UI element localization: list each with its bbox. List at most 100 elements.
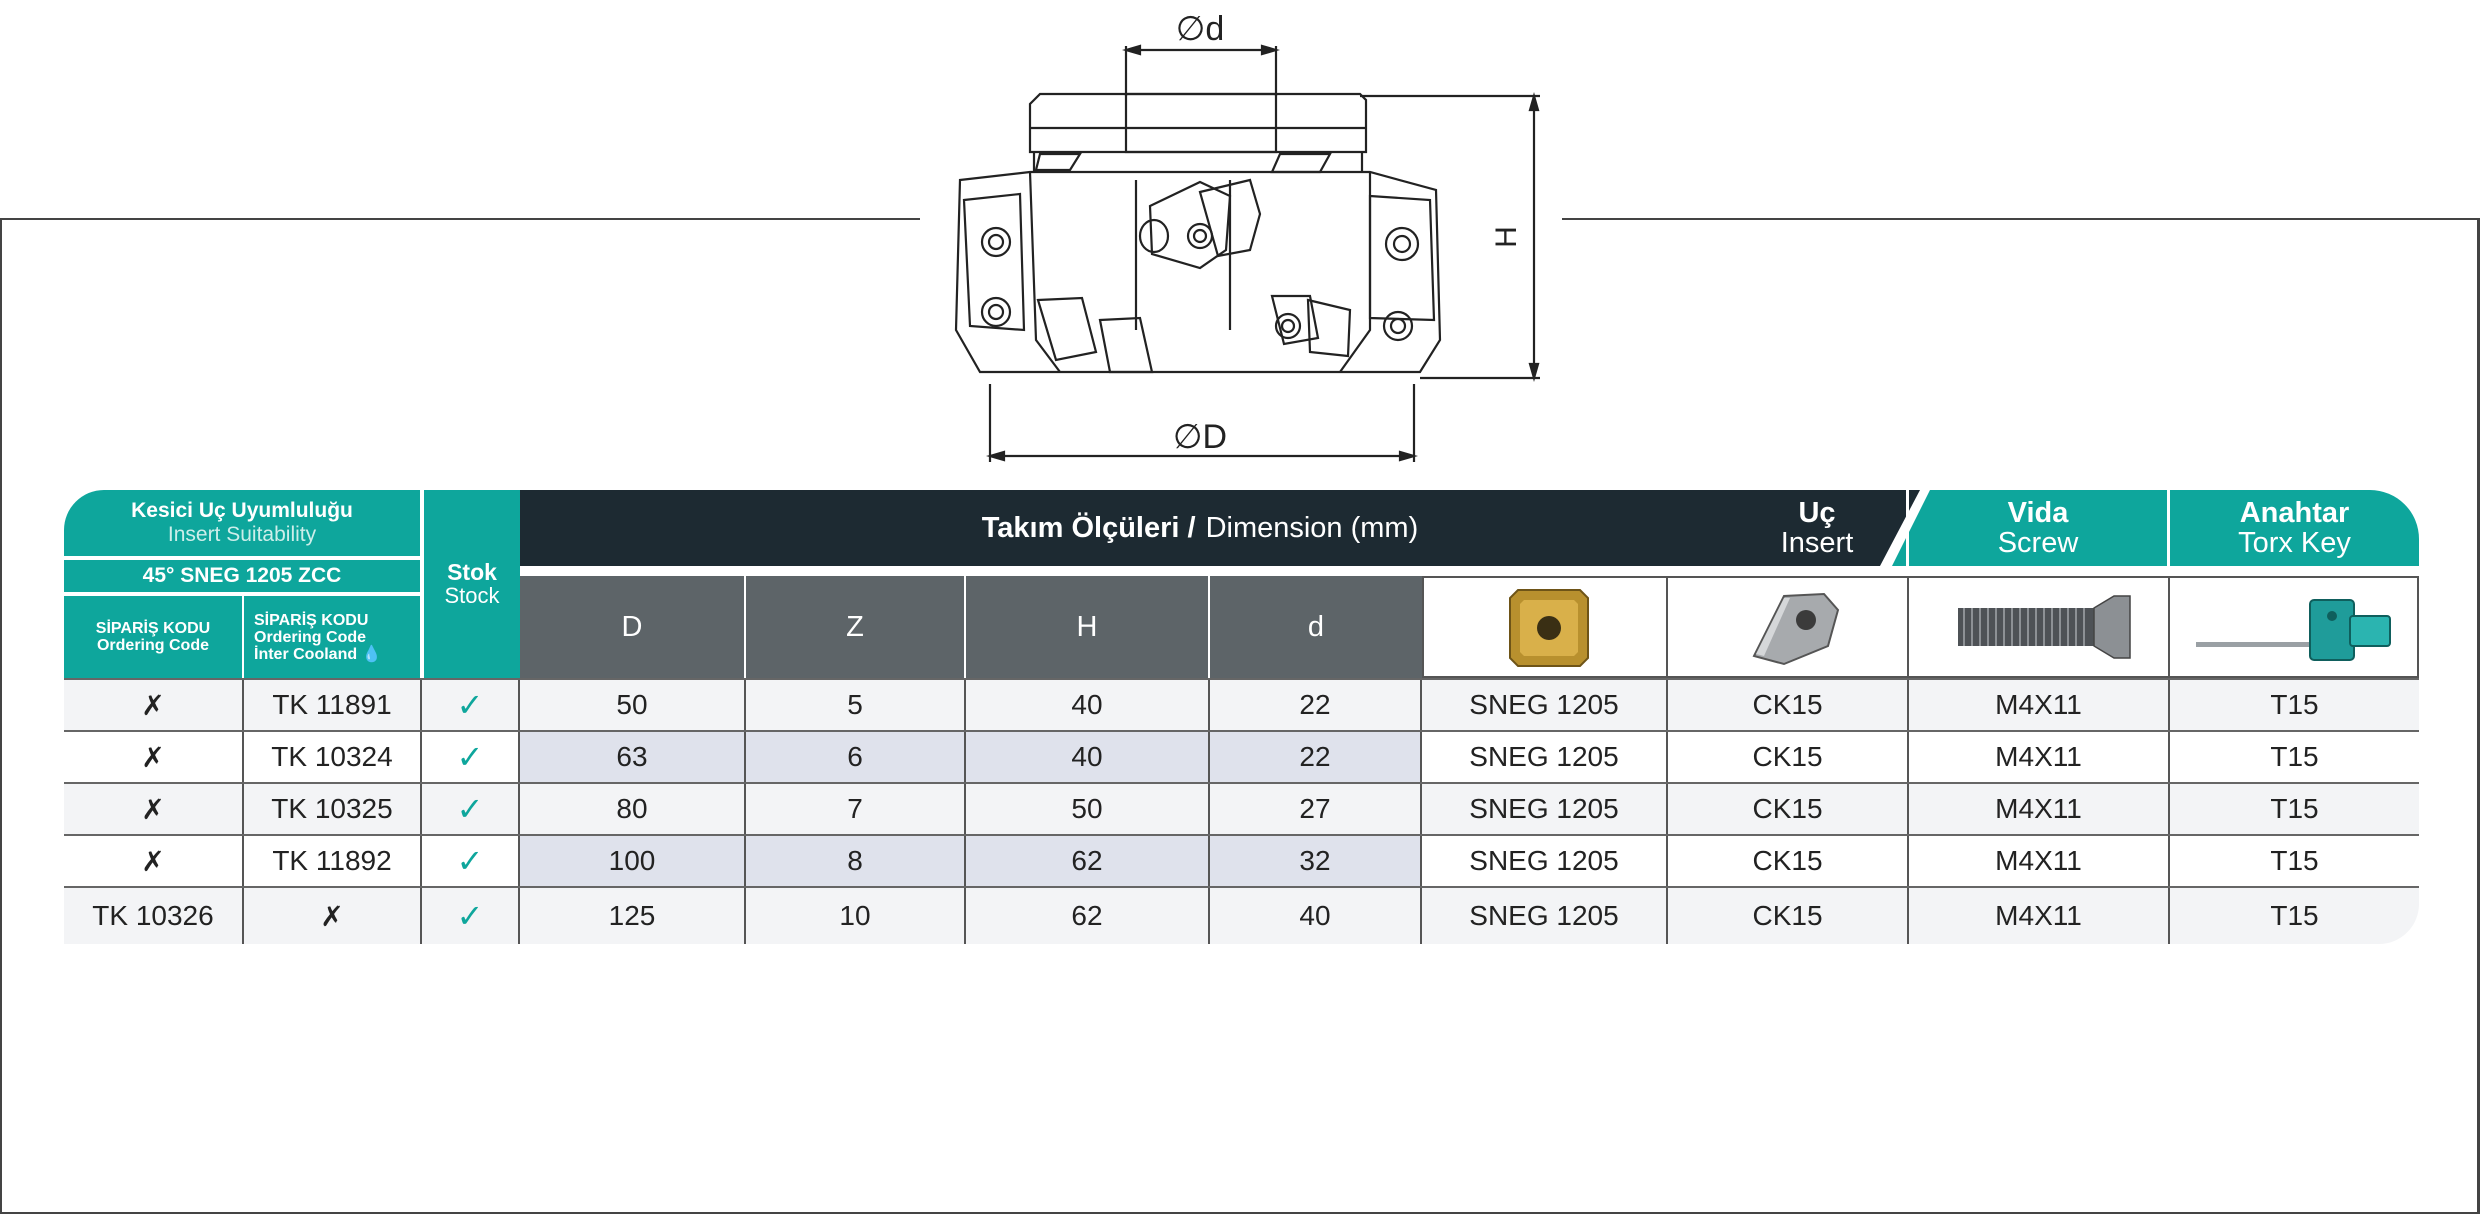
cell-D: 125 (520, 888, 746, 944)
key-header: Anahtar Torx Key (2170, 490, 2419, 566)
cell-H: 40 (966, 680, 1210, 730)
cell-insert: SNEG 1205 (1422, 680, 1668, 730)
stock-check-icon: ✓ (422, 680, 520, 730)
cell-screw: M4X11 (1909, 888, 2170, 944)
cell-D: 50 (520, 680, 746, 730)
big-d-label: ∅D (1173, 418, 1227, 456)
clamp-image (1752, 592, 1840, 666)
cell-H: 62 (966, 888, 1210, 944)
screw-header: Vida Screw (1909, 490, 2167, 566)
ordering-code2-en: Ordering Code (254, 629, 367, 646)
table-row: ✗ TK 10324 ✓ 63 6 40 22 SNEG 1205 CK15 M… (64, 732, 2419, 782)
col-header-d: d (1210, 576, 1422, 678)
ordering-code-cell: TK 10326 (64, 888, 244, 944)
cell-key: T15 (2270, 900, 2319, 931)
insert-type: 45° SNEG 1205 ZCC (142, 564, 342, 587)
ordering-code-cell: ✗ (64, 836, 244, 886)
cell-screw: M4X11 (1909, 836, 2170, 886)
insert-suitability-en: Insert Suitability (167, 523, 317, 546)
ordering-code-cooland-header: SİPARİŞ KODU Ordering Code İnter Cooland… (244, 596, 420, 678)
frame-gap (920, 212, 1562, 226)
cell-screw: M4X11 (1909, 680, 2170, 730)
cell-D: 80 (520, 784, 746, 834)
cell-d: 27 (1210, 784, 1422, 834)
small-d-label: ∅d (1176, 10, 1225, 48)
stock-check-icon: ✓ (422, 888, 520, 944)
droplet-icon: 💧 (361, 646, 382, 663)
col-header-D: D (520, 576, 744, 678)
cell-insert: SNEG 1205 (1422, 784, 1668, 834)
cell-grade: CK15 (1668, 836, 1909, 886)
key-tr: Anahtar (2239, 497, 2350, 529)
dimension-en: Dimension (mm) (1205, 512, 1419, 544)
cutter-drawing: ∅d ∅D H (954, 10, 1540, 462)
insert-suitability-tr: Kesici Uç Uyumluluğu (131, 499, 353, 522)
cell-H: 40 (966, 732, 1210, 782)
cell-grade: CK15 (1668, 732, 1909, 782)
cell-H: 62 (966, 836, 1210, 886)
ordering-code-cooland-cell: TK 10325 (244, 784, 422, 834)
torx-key-image (2196, 599, 2391, 661)
stock-header: Stok Stock (424, 490, 520, 678)
cell-d: 22 (1210, 732, 1422, 782)
cell-insert: SNEG 1205 (1422, 732, 1668, 782)
screw-tr: Vida (2007, 497, 2069, 529)
table-row: ✗ TK 10325 ✓ 80 7 50 27 SNEG 1205 CK15 M… (64, 784, 2419, 834)
stock-en: Stock (444, 583, 500, 608)
col-header-Z: Z (746, 576, 964, 678)
table-row: ✗ TK 11891 ✓ 50 5 40 22 SNEG 1205 CK15 M… (64, 680, 2419, 730)
insert-type-header: 45° SNEG 1205 ZCC (64, 560, 420, 592)
height-label: H (1490, 226, 1523, 248)
ordering-code-cell: ✗ (64, 784, 244, 834)
ordering-code-cell: ✗ (64, 732, 244, 782)
cell-Z: 6 (746, 732, 966, 782)
dimension-title: Takım Ölçüleri / Dimension (mm) (520, 490, 1880, 566)
cell-screw: M4X11 (1909, 732, 2170, 782)
cell-H: 50 (966, 784, 1210, 834)
stock-check-icon: ✓ (422, 784, 520, 834)
screw-en: Screw (1997, 527, 2079, 559)
cell-key: T15 (2270, 741, 2319, 772)
stock-tr: Stok (447, 559, 497, 585)
ordering-code-tr: SİPARİŞ KODU (95, 620, 211, 637)
cell-Z: 7 (746, 784, 966, 834)
ordering-code-cooland-cell: TK 11891 (244, 680, 422, 730)
insert-en: Insert (1780, 527, 1854, 559)
cell-d: 32 (1210, 836, 1422, 886)
cell-key: T15 (2270, 845, 2319, 876)
cell-grade: CK15 (1668, 680, 1909, 730)
col-header-H: H (966, 576, 1208, 678)
spec-table: Kesici Uç Uyumluluğu Insert Suitability … (64, 490, 2419, 946)
table-row: TK 10326 ✗ ✓ 125 10 62 40 SNEG 1205 CK15… (64, 888, 2419, 944)
insert-suitability-header: Kesici Uç Uyumluluğu Insert Suitability (64, 490, 420, 556)
cell-key: T15 (2270, 689, 2319, 720)
insert-header: Uç Insert (1664, 490, 1970, 566)
cell-d: 22 (1210, 680, 1422, 730)
ordering-code-cooland-cell: TK 11892 (244, 836, 422, 886)
dimension-band (520, 490, 2419, 566)
cell-key: T15 (2270, 793, 2319, 824)
insert-tr: Uç (1798, 497, 1836, 529)
cell-D: 63 (520, 732, 746, 782)
ordering-code-cooland-cell: ✗ (244, 888, 422, 944)
insert-image (1509, 589, 1589, 667)
cell-d: 40 (1210, 888, 1422, 944)
ordering-code-cell: ✗ (64, 680, 244, 730)
table-row: ✗ TK 11892 ✓ 100 8 62 32 SNEG 1205 CK15 … (64, 836, 2419, 886)
ordering-code-header: SİPARİŞ KODU Ordering Code (64, 596, 242, 678)
dimension-tr: Takım Ölçüleri / (981, 512, 1196, 544)
screw-image (1958, 595, 2131, 659)
key-en: Torx Key (2238, 527, 2351, 559)
cell-D: 100 (520, 836, 746, 886)
cell-grade: CK15 (1668, 784, 1909, 834)
ordering-code-cooland-cell: TK 10324 (244, 732, 422, 782)
stock-check-icon: ✓ (422, 836, 520, 886)
stock-check-icon: ✓ (422, 732, 520, 782)
cell-Z: 5 (746, 680, 966, 730)
inter-cooland-label: İnter Cooland (254, 646, 358, 663)
ordering-code2-tr: SİPARİŞ KODU (254, 612, 369, 629)
cell-insert: SNEG 1205 (1422, 888, 1668, 944)
cell-Z: 10 (746, 888, 966, 944)
cell-insert: SNEG 1205 (1422, 836, 1668, 886)
cell-grade: CK15 (1668, 888, 1909, 944)
